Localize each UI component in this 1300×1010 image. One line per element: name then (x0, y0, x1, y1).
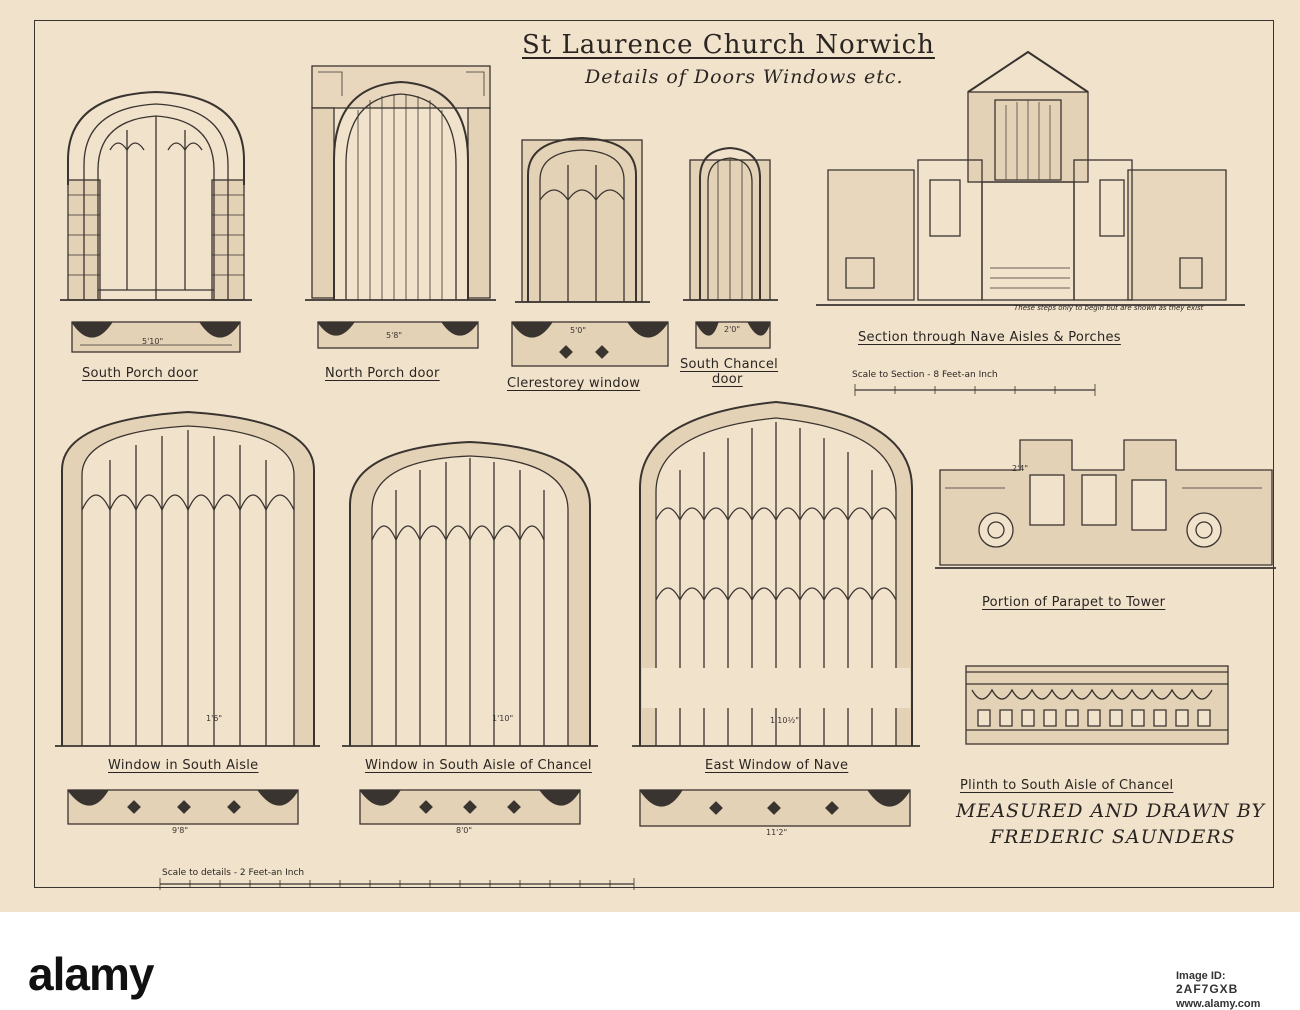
dim-south-porch-width: 5'10" (142, 337, 164, 346)
dim-sac-window-light: 1'10" (492, 714, 514, 723)
alamy-logo: alamy (28, 947, 154, 1001)
sheet-subtitle: Details of Doors Windows etc. (585, 66, 904, 88)
alamy-logo-text: alamy (28, 948, 154, 1000)
image-id-code: 2AF7GXB (1176, 982, 1239, 996)
architectural-drawings (55, 50, 1276, 890)
caption-south-chancel-door-line2: door (712, 372, 743, 387)
caption-window-south-aisle-chancel: Window in South Aisle of Chancel (365, 758, 592, 773)
plinth-drawing (965, 665, 1229, 745)
image-id: Image ID: 2AF7GXB www.alamy.com (1176, 968, 1260, 1010)
section-scale-label: Scale to Section - 8 Feet-an Inch (852, 370, 998, 380)
caption-parapet: Portion of Parapet to Tower (982, 595, 1166, 610)
signature-line1: Measured and Drawn by (956, 800, 1265, 822)
caption-plinth: Plinth to South Aisle of Chancel (960, 778, 1174, 793)
dim-parapet-width: 2'4" (1012, 464, 1029, 473)
north-porch-door-drawing (305, 65, 496, 349)
section-drawing (816, 50, 1245, 396)
drawing-border (34, 20, 1274, 888)
image-id-label: Image ID: (1176, 970, 1226, 982)
dim-clerestory-width: 5'0" (570, 326, 587, 335)
south-chancel-door-drawing (683, 146, 778, 349)
south-porch-door-drawing (60, 90, 252, 353)
signature-line2: Frederic Saunders (990, 826, 1236, 848)
dim-sac-window-width: 8'0" (456, 826, 473, 835)
dim-sa-window-width: 9'8" (172, 826, 189, 835)
south-aisle-window-drawing (55, 410, 320, 825)
watermark-strip (0, 912, 1300, 1002)
details-scale-label: Scale to details - 2 Feet-an Inch (162, 868, 305, 878)
caption-north-porch-door: North Porch door (325, 366, 440, 381)
dim-chancel-door-width: 2'0" (724, 325, 741, 334)
dim-east-window-width: 11'2" (766, 828, 788, 837)
caption-south-chancel-door-line1: South Chancel (680, 357, 779, 372)
dim-sa-window-light: 1'6" (206, 714, 223, 723)
east-window-drawing (632, 400, 920, 827)
caption-window-south-aisle: Window in South Aisle (108, 758, 259, 773)
south-aisle-chancel-window-drawing (342, 440, 598, 825)
dim-north-porch-width: 5'8" (386, 331, 403, 340)
caption-east-window-nave: East Window of Nave (705, 758, 849, 773)
section-note: These steps only to begin but are shown … (1014, 304, 1204, 312)
sheet-title: St Laurence Church Norwich (522, 30, 935, 60)
image-site: www.alamy.com (1176, 998, 1261, 1010)
caption-section: Section through Nave Aisles & Porches (858, 330, 1121, 345)
caption-clerestory-window: Clerestorey window (507, 376, 641, 391)
clerestory-window-drawing (511, 136, 669, 367)
dim-east-window-light: 1'10½" (770, 716, 799, 725)
parapet-drawing (935, 439, 1276, 569)
details-scale-bar (159, 878, 635, 890)
caption-south-porch-door: South Porch door (82, 366, 199, 381)
